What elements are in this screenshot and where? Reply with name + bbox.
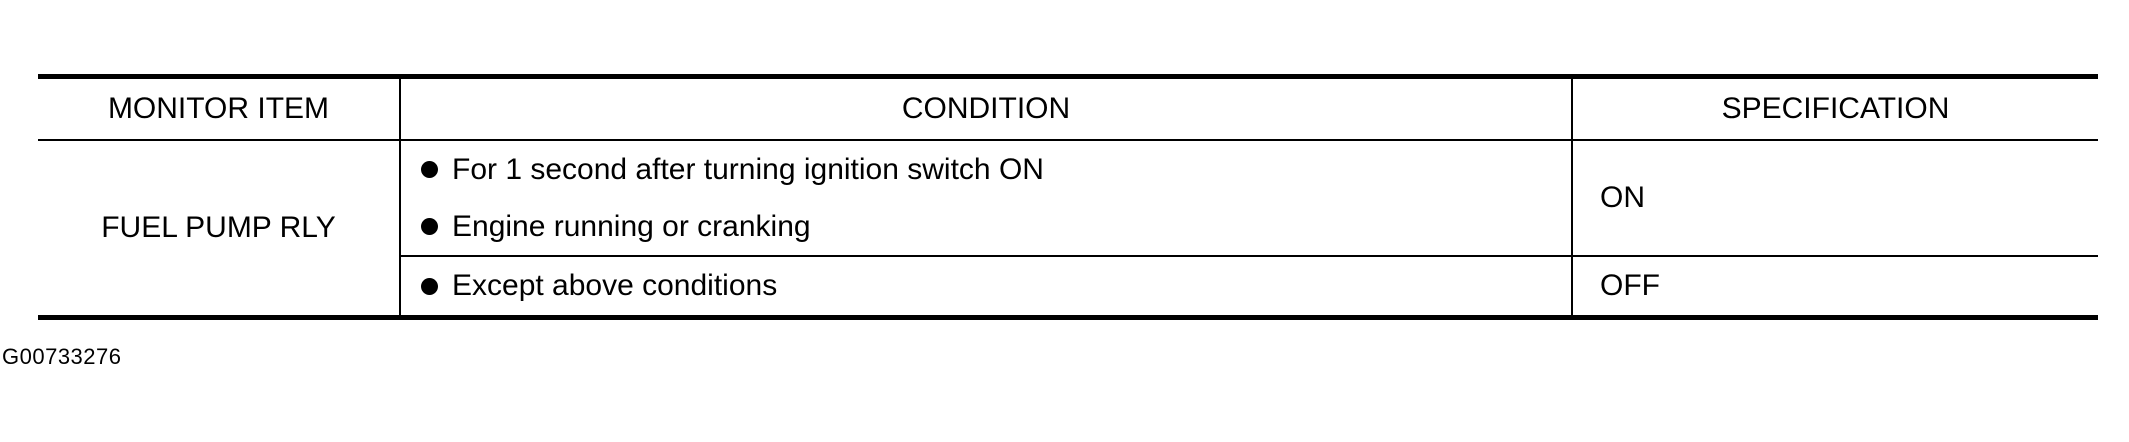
condition-line: For 1 second after turning ignition swit… [421,141,1571,198]
condition-text: For 1 second after turning ignition swit… [452,152,1044,186]
figure-id: G00733276 [2,344,122,369]
condition-line: Engine running or cranking [421,198,1571,255]
bullet-icon [421,218,438,235]
condition-cell: Except above conditions [399,255,1572,318]
monitor-table-container: MONITOR ITEM CONDITION SPECIFICATION FUE… [38,74,2098,320]
table-header-row: MONITOR ITEM CONDITION SPECIFICATION [38,76,2098,140]
specification-cell: OFF [1571,255,2098,318]
condition-text: Engine running or cranking [452,209,811,243]
table-row: Except above conditions OFF [38,255,2098,318]
monitor-table: MONITOR ITEM CONDITION SPECIFICATION FUE… [38,74,2098,320]
monitor-item-cell: FUEL PUMP RLY [101,211,336,244]
condition-text: Except above conditions [452,269,778,302]
header-specification: SPECIFICATION [1571,76,2098,140]
condition-cell: For 1 second after turning ignition swit… [399,140,1572,256]
bullet-icon [421,161,438,178]
specification-cell: ON [1571,140,2098,256]
table-row: FUEL PUMP RLY For 1 second after turning… [38,140,2098,256]
header-monitor-item: MONITOR ITEM [107,92,330,125]
header-condition: CONDITION [399,76,1572,140]
bullet-icon [421,277,438,295]
condition-line: Except above conditions [421,257,1571,315]
